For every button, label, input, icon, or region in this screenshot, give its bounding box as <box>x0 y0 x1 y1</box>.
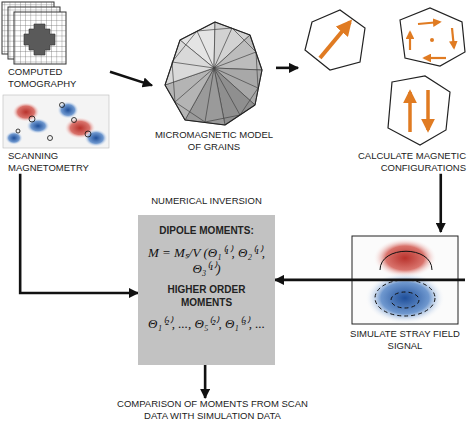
flow-arrow <box>439 174 442 232</box>
result-node: COMPARISON OF MOMENTS FROM SCAN DATA WIT… <box>105 398 320 422</box>
box-heading: NUMERICAL INVERSION <box>128 195 285 207</box>
flow-arrow <box>275 279 465 282</box>
section-heading: DIPOLE MOMENTS: <box>144 225 269 238</box>
flow-arrow <box>110 72 152 86</box>
node-label: SIMULATE STRAY FIELD SIGNAL <box>345 328 465 352</box>
label-node: MICROMAGNETIC MODEL OF GRAINS <box>152 18 276 153</box>
label-node: CALCULATE MAGNETIC CONFIGURATIONS <box>298 6 470 174</box>
section-heading: HIGHER ORDER MOMENTS <box>144 284 269 309</box>
label-node: SCANNING MAGNETOMETRY <box>0 92 112 174</box>
label-node: COMPUTED TOMOGRAPHY <box>0 0 110 90</box>
moment-formula: Θ₁⁽²⁾, ..., Θ₅⁽²⁾, Θ₁⁽³⁾, ... <box>144 316 269 332</box>
moment-formula: M = Mₛ/V (Θ₁⁽¹⁾, Θ₂⁽¹⁾, Θ₃⁽¹⁾) <box>144 245 269 278</box>
flow-arrow <box>204 365 207 398</box>
grain-configurations <box>305 8 465 145</box>
inversion-box: NUMERICAL INVERSIONDIPOLE MOMENTS:M = Mₛ… <box>138 215 275 365</box>
node-label: CALCULATE MAGNETIC CONFIGURATIONS <box>298 150 466 174</box>
flow-arrow <box>276 67 298 70</box>
node-label: MICROMAGNETIC MODEL OF GRAINS <box>152 129 276 153</box>
flow-arrow <box>20 174 138 293</box>
tomography-slices <box>2 2 66 64</box>
node-label: COMPUTED TOMOGRAPHY <box>8 66 110 90</box>
label-node: SIMULATE STRAY FIELD SIGNAL <box>345 232 465 352</box>
magnetometry-map <box>3 95 109 148</box>
node-label: COMPARISON OF MOMENTS FROM SCAN DATA WIT… <box>105 398 320 422</box>
grain-mesh <box>165 22 262 125</box>
node-label: SCANNING MAGNETOMETRY <box>8 150 112 174</box>
